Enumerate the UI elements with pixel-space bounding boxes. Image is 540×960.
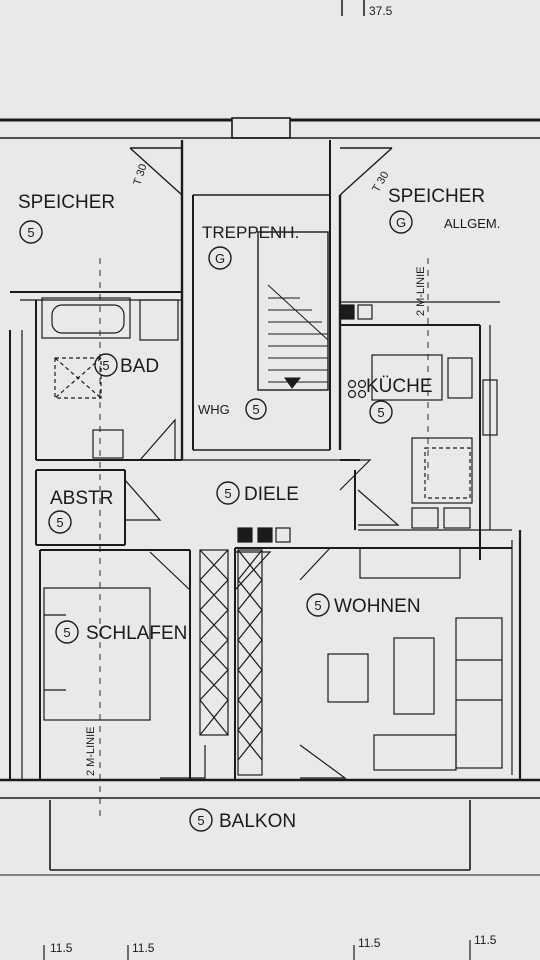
room-label: WOHNEN <box>334 596 421 617</box>
room-label: SPEICHER <box>18 192 115 213</box>
sink-unit <box>447 357 473 399</box>
room-wohnen: 5 WOHNEN <box>306 593 421 617</box>
room-kueche: KÜCHE 5 <box>366 376 433 424</box>
sofa-bottom <box>373 734 457 771</box>
wardrobes <box>199 549 263 776</box>
coffee-table <box>393 637 435 715</box>
kitchen-fixtures <box>347 354 498 529</box>
room-code: 5 <box>197 813 204 828</box>
outer-walls <box>0 117 540 876</box>
room-label: DIELE <box>244 484 299 505</box>
bottom-dimension-text: 11.5 <box>50 941 73 955</box>
room-label: BAD <box>120 356 159 377</box>
staircase <box>267 284 329 389</box>
room-code: 5 <box>314 598 321 613</box>
room-code: 5 <box>102 358 109 373</box>
room-label: BALKON <box>219 811 296 832</box>
living-furniture <box>327 258 503 771</box>
room-bad: 5 BAD <box>94 353 159 377</box>
shower-tray <box>54 357 102 399</box>
room-code: 5 <box>56 515 63 530</box>
sink <box>139 299 179 341</box>
room-diele: 5 DIELE <box>216 481 299 505</box>
chimney-blocks <box>237 304 373 543</box>
chair <box>411 507 439 529</box>
room-treppenhaus: TREPPENH. G <box>202 223 299 270</box>
room-code: 5 <box>252 402 259 417</box>
room-code: 5 <box>377 405 384 420</box>
sideboard <box>359 547 461 579</box>
room-code: 5 <box>63 625 70 640</box>
counter <box>371 354 443 401</box>
bottom-dimensions <box>43 940 471 960</box>
room-label: TREPPENH. <box>202 223 299 242</box>
door-swings <box>124 418 400 779</box>
room-balkon: 5 BALKON <box>189 808 296 832</box>
top-dimension-text: 37.5 <box>369 4 393 18</box>
m-linie-label-left: 2 M-LINIE <box>85 726 97 776</box>
bed <box>43 587 151 721</box>
top-dimension: 37.5 <box>341 0 393 18</box>
bathroom-fixtures <box>41 297 179 459</box>
room-speicher-left: SPEICHER 5 <box>18 192 115 244</box>
dining-table <box>411 437 473 504</box>
bottom-dimension-text: 11.5 <box>132 941 155 955</box>
armchair <box>327 653 369 703</box>
room-code: 5 <box>27 225 34 240</box>
chair <box>443 507 471 529</box>
m-linie-label-right: 2 M-LINIE <box>415 266 427 316</box>
bathtub-basin <box>51 304 125 334</box>
room-sublabel: ALLGEM. <box>444 216 500 231</box>
bathtub <box>41 297 131 339</box>
room-speicher-right: SPEICHER G ALLGEM. <box>388 186 500 234</box>
room-code: G <box>215 251 225 266</box>
bottom-dimension-text: 11.5 <box>474 933 497 947</box>
sofa <box>455 617 503 769</box>
bedroom-furniture <box>43 258 151 820</box>
room-label: SCHLAFEN <box>86 623 187 644</box>
interior-walls <box>10 140 512 780</box>
room-label: ABSTR <box>50 488 113 509</box>
room-label: SPEICHER <box>388 186 485 207</box>
toilet <box>92 429 124 459</box>
room-label: WHG <box>198 402 230 417</box>
room-code: 5 <box>224 486 231 501</box>
bottom-dimension-text: 11.5 <box>358 936 381 950</box>
room-label: KÜCHE <box>366 376 433 397</box>
window-kitchen <box>482 379 498 436</box>
room-wohnung: WHG 5 <box>198 398 267 420</box>
fire-door-label-left: T 30 <box>131 162 149 186</box>
room-schlafen: 5 SCHLAFEN <box>55 620 187 644</box>
room-abstellraum: ABSTR 5 <box>48 488 113 534</box>
room-code: G <box>396 215 406 230</box>
